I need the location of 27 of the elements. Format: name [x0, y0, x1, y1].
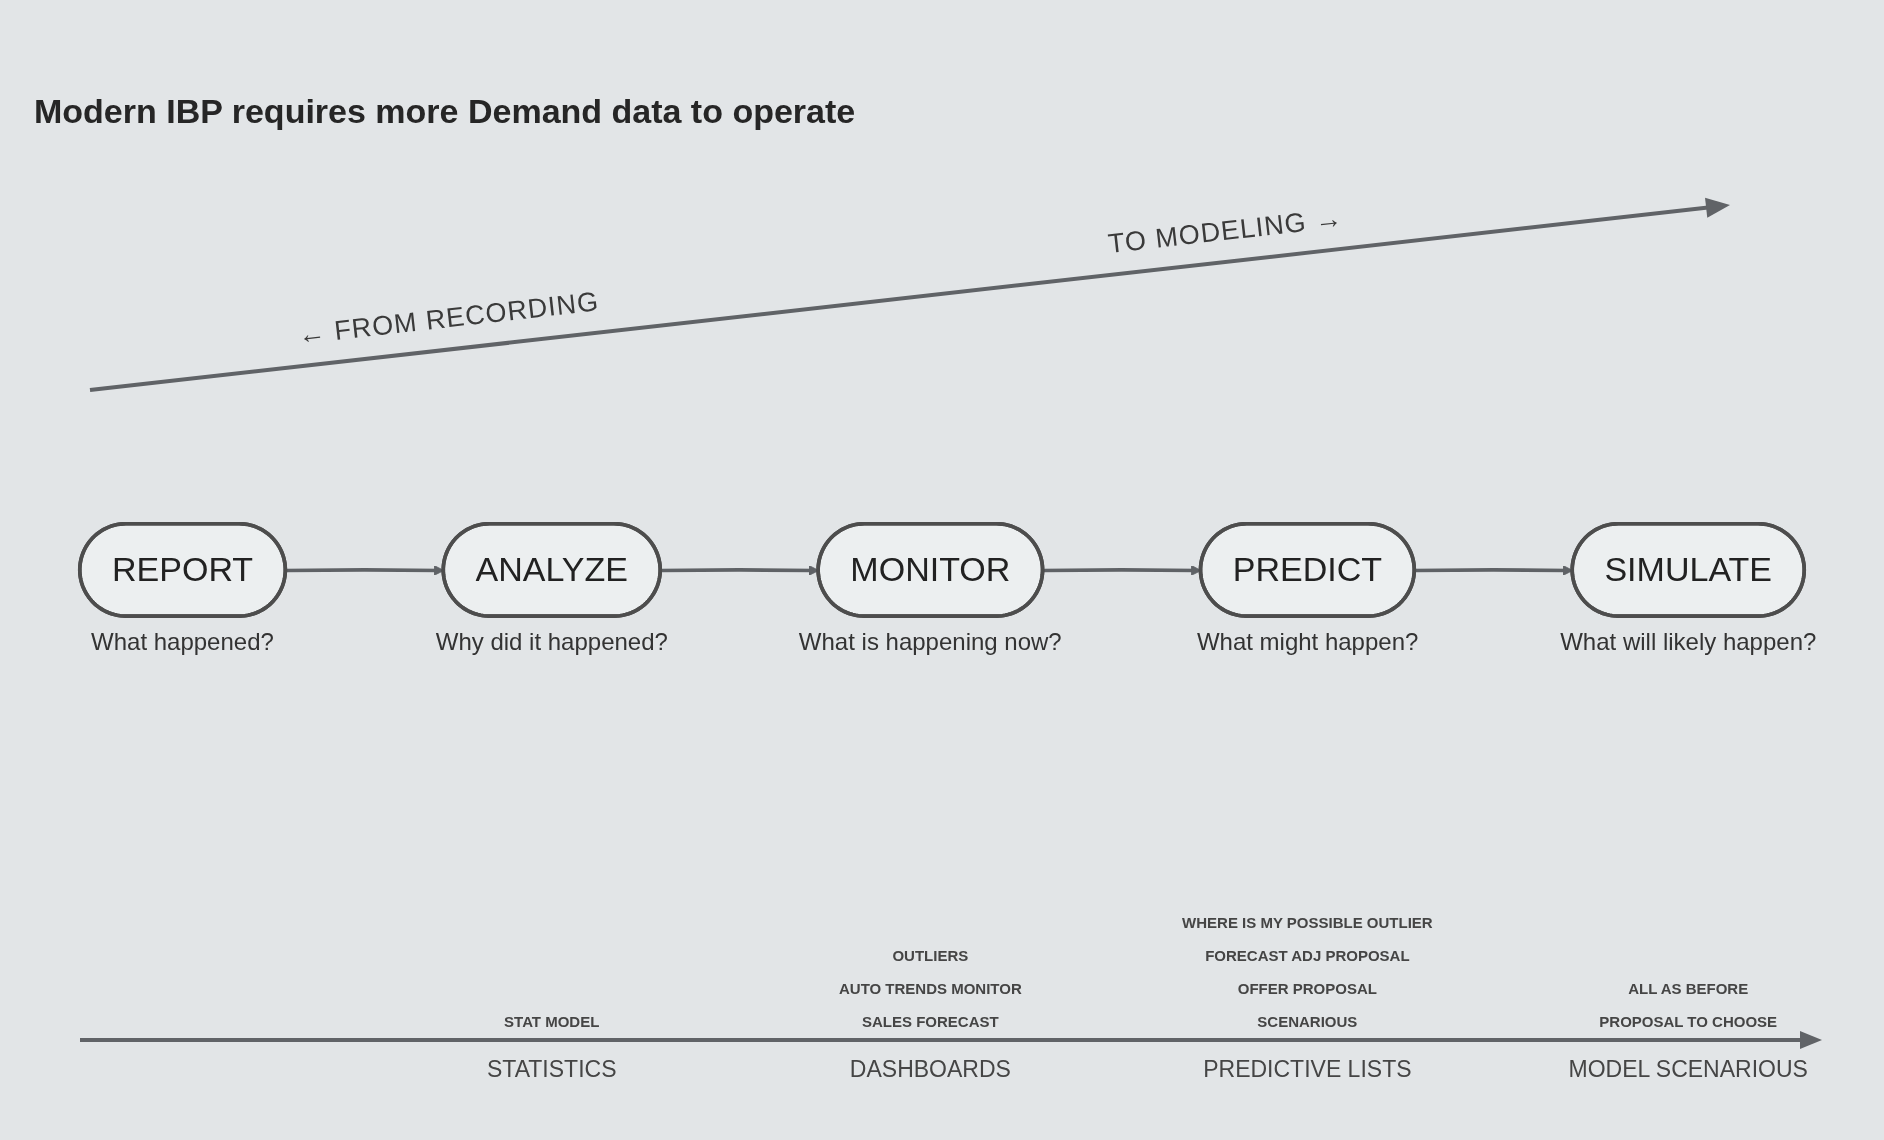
feature-label: PROPOSAL TO CHOOSE — [1599, 1013, 1778, 1030]
ellipse-node: ANALYZE — [441, 522, 662, 618]
axis-category-label: DASHBOARDS — [849, 1056, 1011, 1083]
feature-label: STAT MODEL — [504, 1013, 600, 1030]
feature-label: SCENARIOUS — [1257, 1013, 1358, 1030]
direction-label: ← FROM RECORDING — [296, 286, 601, 352]
ellipse-node: REPORT — [77, 522, 288, 618]
ellipse-node: MONITOR — [816, 522, 1045, 618]
axis-category-label: MODEL SCENARIOUS — [1568, 1056, 1808, 1083]
node-caption: Why did it happened? — [435, 628, 668, 657]
title: Modern IBP requires more Demand data to operate — [34, 92, 856, 131]
feature-label: AUTO TRENDS MONITOR — [838, 980, 1022, 997]
feature-label: WHERE IS MY POSSIBLE OUTLIER — [1182, 914, 1433, 931]
node-caption: What will likely happen? — [1560, 628, 1817, 657]
node-caption: What might happen? — [1196, 628, 1419, 657]
node-caption: What happened? — [91, 628, 274, 657]
feature-label: ALL AS BEFORE — [1628, 980, 1749, 997]
feature-label: OUTLIERS — [892, 947, 969, 964]
ellipse-node: PREDICT — [1198, 522, 1417, 618]
feature-label: OFFER PROPOSAL — [1237, 980, 1377, 997]
axis-category-label: PREDICTIVE LISTS — [1203, 1056, 1412, 1083]
axis-category-label: STATISTICS — [487, 1056, 617, 1083]
feature-label: FORECAST ADJ PROPOSAL — [1205, 947, 1410, 964]
feature-label: SALES FORECAST — [862, 1013, 999, 1030]
ellipse-node: SIMULATE — [1570, 522, 1807, 618]
direction-label: TO MODELING → — [1106, 202, 1345, 260]
node-caption: What is happening now? — [798, 628, 1062, 657]
